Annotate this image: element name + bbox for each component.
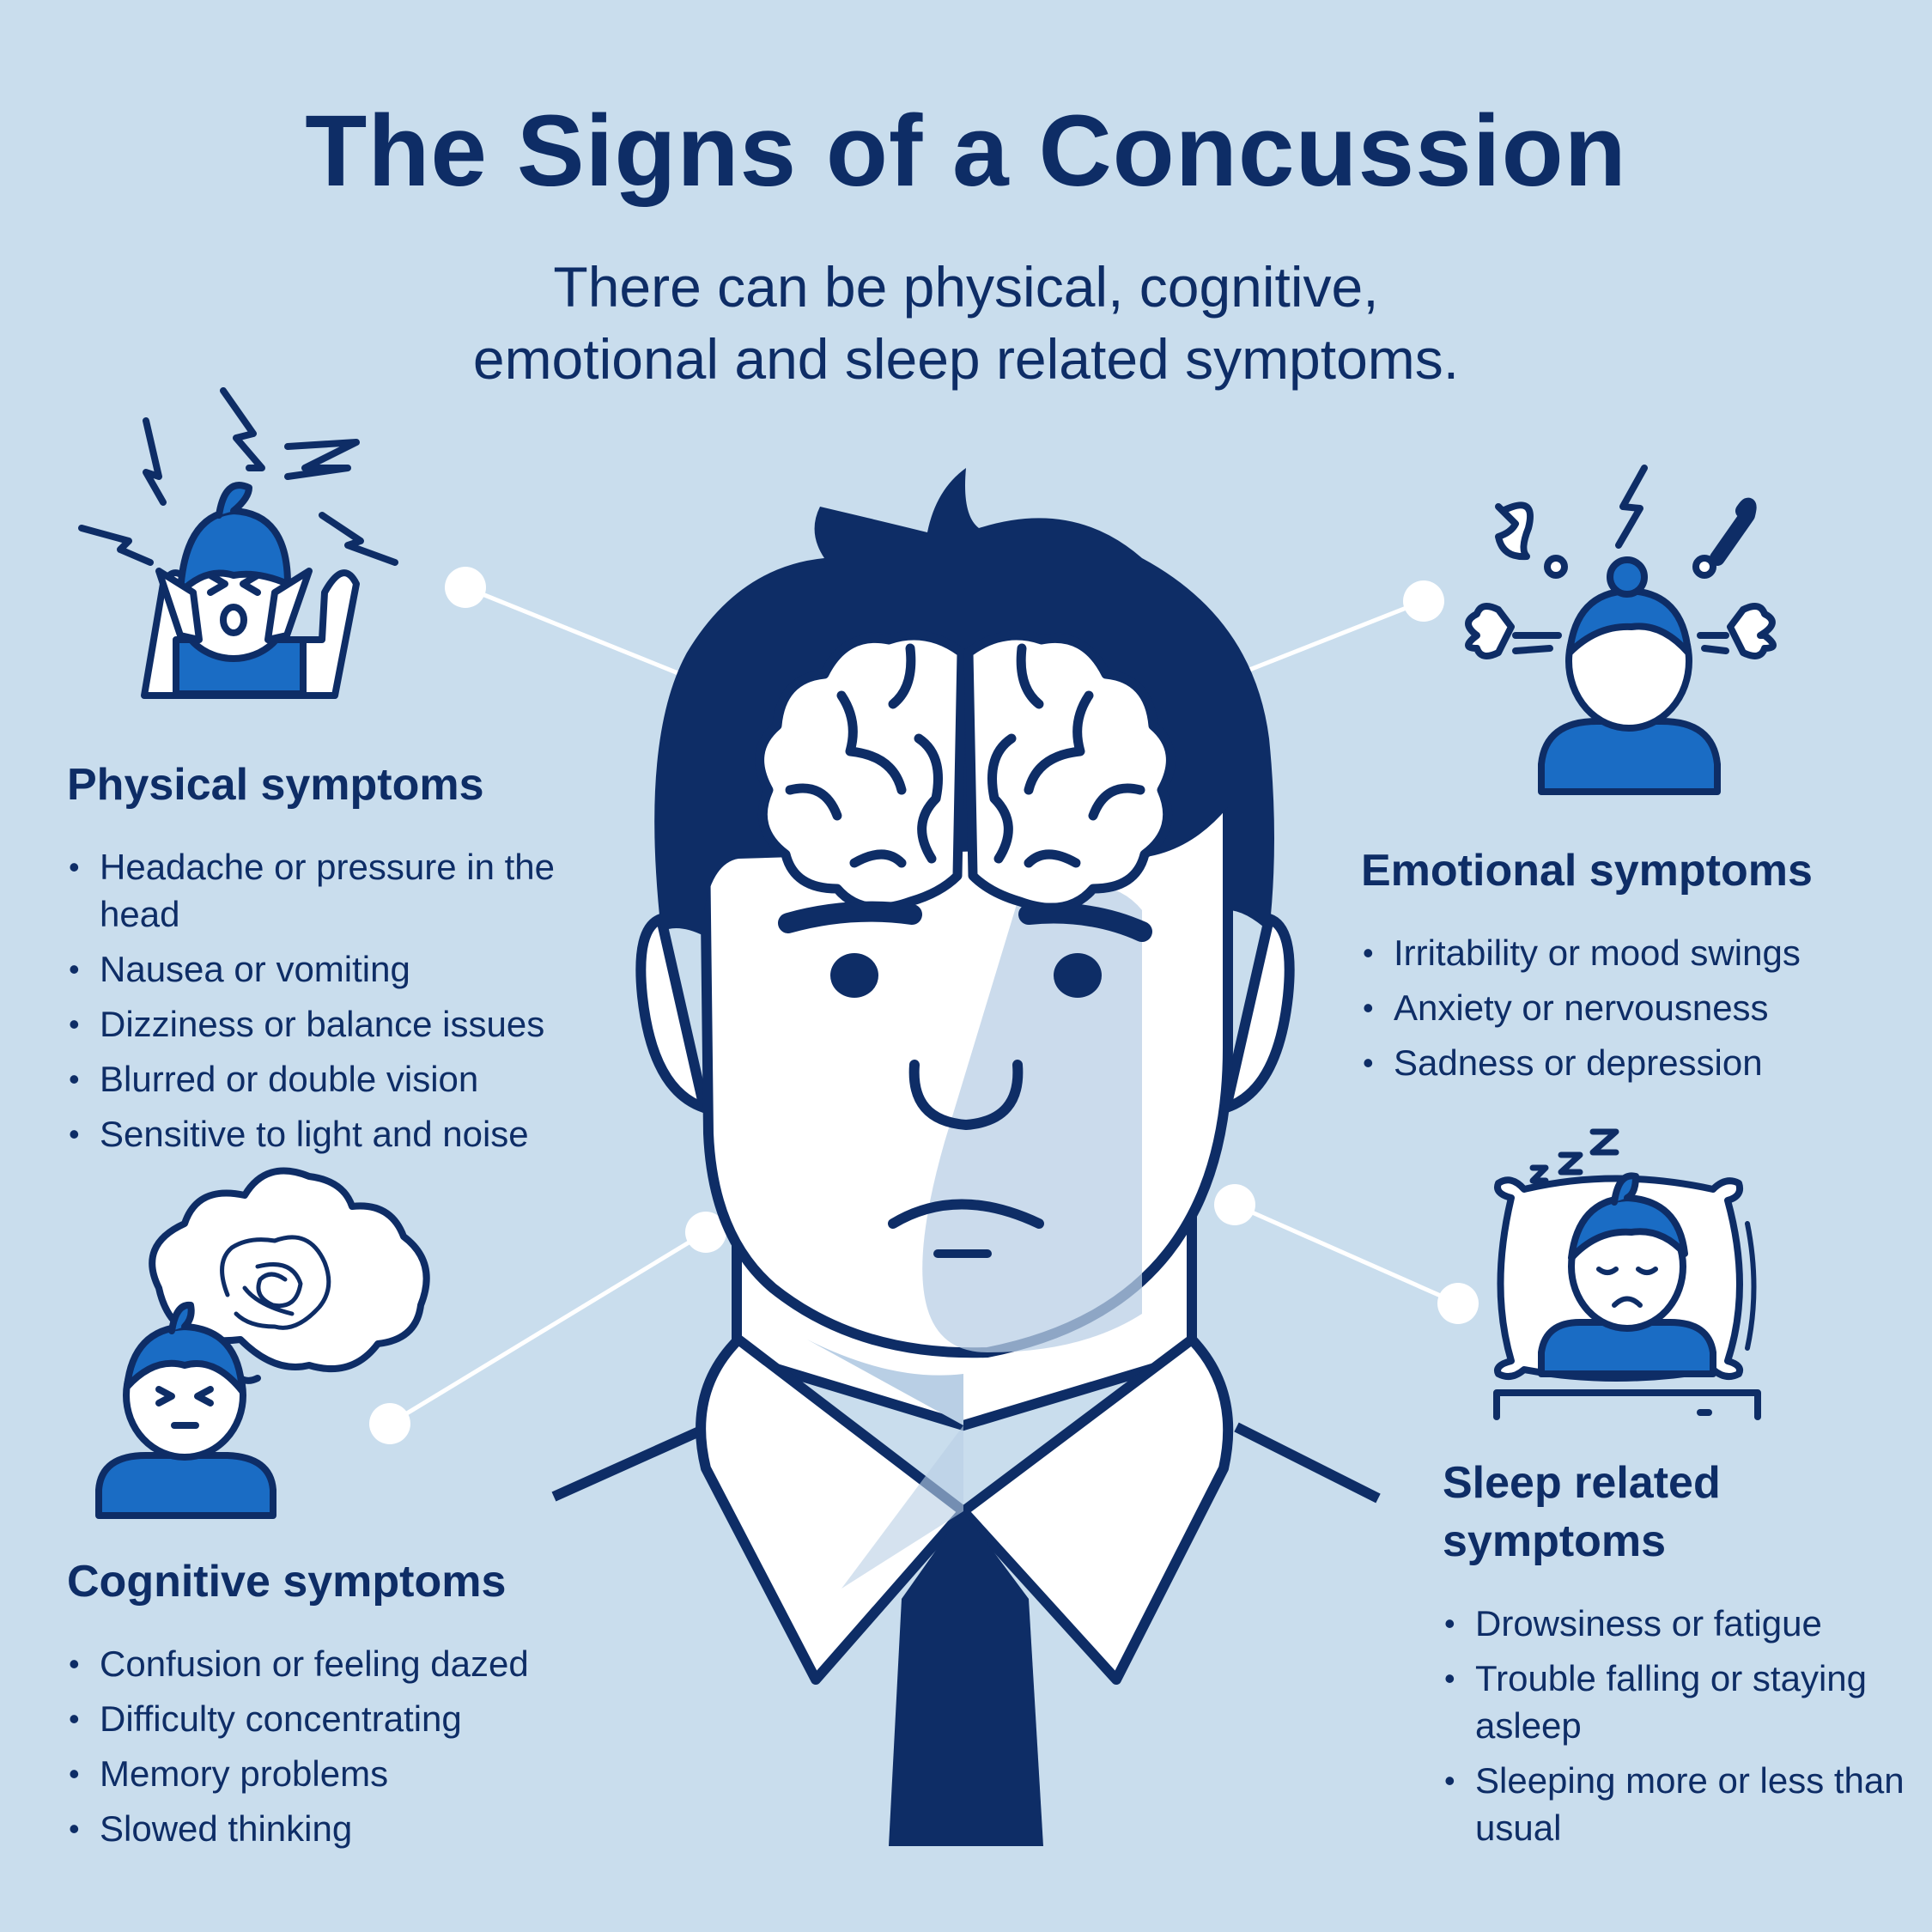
frustrated-person-icon <box>1465 465 1777 795</box>
confused-person-icon <box>95 1167 430 1519</box>
cognitive-symptoms-list: Confusion or feeling dazed Difficulty co… <box>67 1640 617 1852</box>
subtitle-line-2: emotional and sleep related symptoms. <box>472 327 1460 391</box>
list-item: Confusion or feeling dazed <box>67 1640 617 1687</box>
list-item: Sadness or depression <box>1361 1039 1911 1086</box>
physical-symptoms-heading: Physical symptoms <box>67 760 484 810</box>
cognitive-symptoms-section: Cognitive symptoms Confusion or feeling … <box>67 1552 617 1860</box>
list-item: Irritability or mood swings <box>1361 929 1911 976</box>
sleep-heading-line-2: symptoms <box>1443 1516 1667 1566</box>
list-item: Nausea or vomiting <box>67 945 617 993</box>
emotional-symptoms-heading: Emotional symptoms <box>1361 846 1813 896</box>
list-item: Dizziness or balance issues <box>67 1000 617 1048</box>
emotional-symptoms-list: Irritability or mood swings Anxiety or n… <box>1361 929 1911 1086</box>
page-title: The Signs of a Concussion <box>305 94 1627 208</box>
sleep-symptoms-section: Sleep related symptoms Drowsiness or fat… <box>1443 1454 1923 1859</box>
sleep-heading-line-1: Sleep related <box>1443 1458 1721 1508</box>
page-subtitle: There can be physical, cognitive, emotio… <box>279 251 1653 395</box>
man-head-with-brain-illustration <box>551 468 1381 1846</box>
emotional-symptoms-section: Emotional symptoms Irritability or mood … <box>1361 841 1911 1094</box>
brain-icon <box>755 630 1176 913</box>
headache-person-icon <box>78 387 398 699</box>
list-item: Blurred or double vision <box>67 1055 617 1103</box>
list-item: Headache or pressure in the head <box>67 843 617 938</box>
sleep-symptoms-heading: Sleep related symptoms <box>1443 1454 1923 1571</box>
subtitle-line-1: There can be physical, cognitive, <box>553 255 1379 319</box>
list-item: Sleeping more or less than usual <box>1443 1757 1923 1851</box>
physical-symptoms-list: Headache or pressure in the head Nausea … <box>67 843 617 1157</box>
list-item: Memory problems <box>67 1750 617 1797</box>
sleep-symptoms-list: Drowsiness or fatigue Trouble falling or… <box>1443 1600 1923 1851</box>
list-item: Drowsiness or fatigue <box>1443 1600 1923 1647</box>
cognitive-symptoms-heading: Cognitive symptoms <box>67 1557 507 1607</box>
physical-symptoms-section: Physical symptoms Headache or pressure i… <box>67 756 617 1165</box>
list-item: Slowed thinking <box>67 1805 617 1852</box>
list-item: Sensitive to light and noise <box>67 1110 617 1157</box>
sleeping-person-icon <box>1493 1128 1761 1420</box>
list-item: Difficulty concentrating <box>67 1695 617 1742</box>
list-item: Anxiety or nervousness <box>1361 984 1911 1031</box>
list-item: Trouble falling or staying asleep <box>1443 1655 1923 1749</box>
